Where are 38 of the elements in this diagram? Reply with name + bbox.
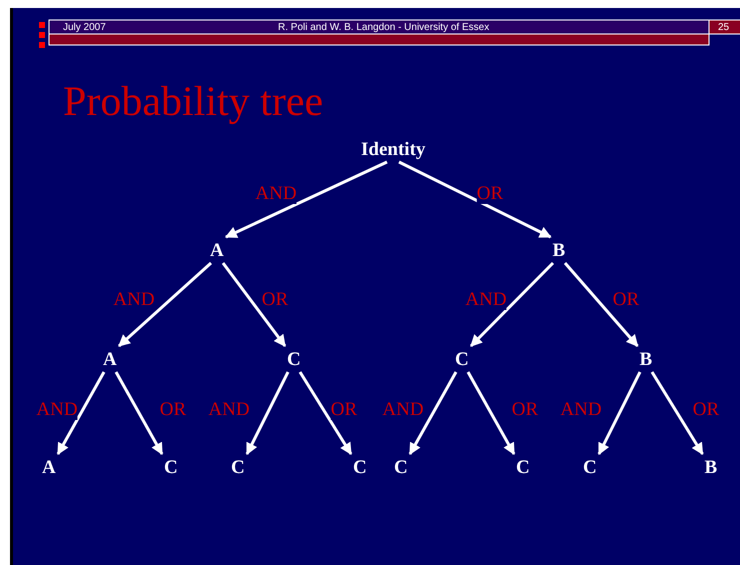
tree-node-label: C — [353, 457, 367, 479]
arrow — [466, 371, 516, 456]
author-text: R. Poli and W. B. Langdon - University of Essex — [278, 22, 490, 34]
arrow — [470, 262, 554, 348]
edge-label: AND — [255, 184, 297, 204]
edge-label: AND — [36, 400, 78, 420]
slide-title: Probability tree — [63, 78, 324, 126]
arrow — [222, 262, 286, 347]
arrow — [564, 262, 639, 347]
tree-node-label: C — [164, 457, 178, 479]
arrow — [398, 160, 552, 238]
tree-node-label: C — [287, 349, 301, 371]
arrow — [246, 371, 290, 456]
tree-node-label: B — [640, 349, 652, 371]
page-number: 25 — [718, 22, 730, 34]
edge-label: OR — [330, 400, 358, 420]
arrow — [118, 262, 212, 348]
arrow — [114, 371, 164, 456]
arrow — [298, 371, 352, 456]
tree-node-label: A — [42, 457, 56, 479]
tree-node-label: B — [552, 240, 566, 262]
tree-node-label: Identity — [361, 139, 426, 161]
edge-label: OR — [476, 184, 504, 204]
date-text: July 2007 — [63, 22, 106, 34]
arrow — [650, 371, 704, 456]
tree-node-label: C — [394, 457, 408, 479]
tree-node-label: C — [455, 349, 469, 371]
arrow — [56, 371, 106, 456]
tree-node-label: A — [210, 240, 224, 262]
edge-label: AND — [465, 290, 507, 310]
tree-node-label: B — [704, 457, 718, 479]
arrow — [224, 160, 388, 238]
arrow — [408, 371, 458, 456]
tree-node-label: C — [583, 457, 597, 479]
arrow — [598, 371, 642, 456]
tree-node-label: A — [103, 349, 117, 371]
tree-node-label: C — [231, 457, 245, 479]
tree-node-label: C — [516, 457, 530, 479]
